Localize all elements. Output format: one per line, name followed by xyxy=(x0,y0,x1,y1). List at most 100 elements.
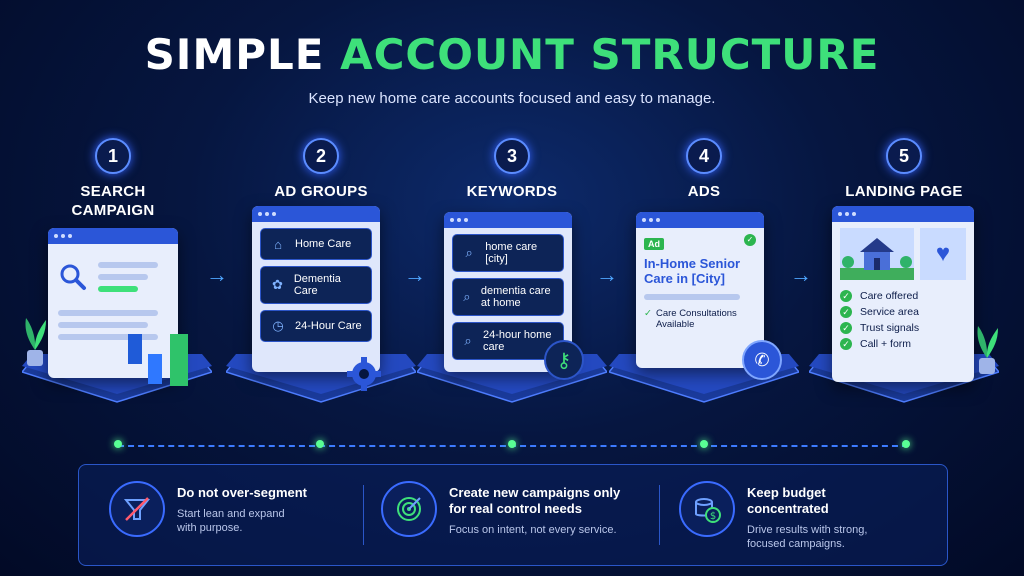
search-icon: ⌕ xyxy=(465,245,473,260)
step-label: AD GROUPS xyxy=(274,183,368,200)
timeline-dot xyxy=(114,440,122,448)
landing-item-label: Call + form xyxy=(860,338,912,350)
keyword-item: ⌕ dementia care at home xyxy=(452,278,564,316)
arrow-right-icon: → xyxy=(404,262,426,287)
step-5-header: 5 LANDING PAGE xyxy=(809,138,999,201)
ad-badge: Ad xyxy=(644,238,664,250)
ad-check-row: ✓ Care Consultations Available xyxy=(644,308,756,330)
landing-item: ✓ Care offered xyxy=(840,290,966,302)
window-bar xyxy=(444,212,572,228)
step-label: SEARCH CAMPAIGN xyxy=(18,182,208,220)
arrow-right-icon: → xyxy=(206,262,228,287)
step-number: 3 xyxy=(494,138,530,174)
tip-heading: Do not over-segment xyxy=(177,485,308,500)
arrow-right-icon: → xyxy=(596,262,618,287)
search-icon: ⌕ xyxy=(464,333,472,348)
bar-chart-icon xyxy=(148,354,162,384)
brain-icon: ✿ xyxy=(271,277,283,292)
ad-group-label: Home Care xyxy=(295,238,352,250)
landing-item: ✓ Trust signals xyxy=(840,322,966,334)
step-2-header: 2 AD GROUPS xyxy=(226,138,416,201)
step-label-line: CAMPAIGN xyxy=(71,202,155,219)
step-3-header: 3 KEYWORDS xyxy=(417,138,607,201)
timeline-dot xyxy=(902,440,910,448)
landing-page-card: ♥ ✓ Care offered ✓ Service area ✓ Trust sig… xyxy=(832,206,974,382)
tip-heading: Keep budget concentrated xyxy=(747,485,829,516)
clock-icon: ◷ xyxy=(272,318,284,333)
step-label: LANDING PAGE xyxy=(845,183,963,200)
timeline-dot xyxy=(508,440,516,448)
landing-item: ✓ Call + form xyxy=(840,338,966,350)
tip-heading: Create new campaigns only for real contr… xyxy=(449,485,621,516)
ad-group-item: ✿ Dementia Care xyxy=(260,266,372,304)
page-title: SIMPLE ACCOUNT STRUCTURE xyxy=(0,30,1024,79)
landing-item-label: Care offered xyxy=(860,290,919,302)
ad-group-label: Dementia Care xyxy=(293,273,341,297)
ad-check-text: Care Consultations Available xyxy=(655,308,737,330)
tip-item: Do not over-segment Start lean and expan… xyxy=(109,481,349,537)
step-label-line: SEARCH xyxy=(80,183,146,200)
keyword-label: home care [city] xyxy=(485,241,538,265)
timeline-dot xyxy=(316,440,324,448)
step-number: 1 xyxy=(95,138,131,174)
window-bar xyxy=(636,212,764,228)
tip-body: Focus on intent, not every service. xyxy=(449,524,617,536)
tip-body: Drive results with strong, focused campa… xyxy=(747,524,868,550)
window-bar xyxy=(832,206,974,222)
ad-group-item: ◷ 24-Hour Care xyxy=(260,310,372,342)
tip-item: Create new campaigns only for real contr… xyxy=(381,481,651,537)
ad-group-label: 24-Hour Care xyxy=(295,320,362,332)
arrow-right-icon: → xyxy=(790,262,812,287)
heart-icon: ♥ xyxy=(920,228,966,280)
check-icon: ✓ xyxy=(840,306,852,318)
check-icon: ✓ xyxy=(840,290,852,302)
step-4-header: 4 ADS xyxy=(609,138,799,201)
title-part-1: SIMPLE xyxy=(144,30,325,79)
step-number: 4 xyxy=(686,138,722,174)
target-icon xyxy=(381,481,437,537)
step-1-header: 1 SEARCH CAMPAIGN xyxy=(18,138,208,220)
house-image xyxy=(840,228,914,280)
tip-item: $ Keep budget concentrated Drive results… xyxy=(679,481,929,551)
check-icon: ✓ xyxy=(644,308,652,319)
phone-icon: ✆ xyxy=(742,340,782,380)
page-subtitle: Keep new home care accounts focused and … xyxy=(308,90,716,107)
plant-icon xyxy=(977,326,998,374)
ads-card: Ad ✓ In-Home Senior Care in [City] ✓ Car… xyxy=(636,212,764,368)
svg-text:$: $ xyxy=(710,511,716,522)
step-label: KEYWORDS xyxy=(466,183,558,200)
tip-body: Start lean and expand with purpose. xyxy=(177,508,285,534)
landing-item: ✓ Service area xyxy=(840,306,966,318)
window-bar xyxy=(252,206,380,222)
title-part-2: ACCOUNT STRUCTURE xyxy=(340,30,880,79)
landing-item-label: Trust signals xyxy=(860,322,920,334)
plant-icon xyxy=(25,318,46,366)
divider xyxy=(363,485,364,545)
timeline-dot xyxy=(700,440,708,448)
gear-icon xyxy=(347,357,381,391)
keyword-label: 24-hour home care xyxy=(482,329,552,353)
shield-check-icon: ✓ xyxy=(744,234,756,246)
bar-chart-icon xyxy=(128,334,142,364)
search-campaign-card xyxy=(48,228,178,378)
ad-groups-card: ⌂ Home Care ✿ Dementia Care ◷ 24-Hour Care xyxy=(252,206,380,372)
bar-chart-icon xyxy=(170,334,188,386)
search-icon: ⌕ xyxy=(463,289,471,304)
landing-item-label: Service area xyxy=(860,306,919,318)
window-bar xyxy=(48,228,178,244)
ad-headline: In-Home Senior Care in [City] xyxy=(644,256,741,286)
home-icon: ⌂ xyxy=(274,236,282,252)
step-label: ADS xyxy=(687,183,721,200)
divider xyxy=(659,485,660,545)
keyword-label: dementia care at home xyxy=(480,285,551,309)
check-icon: ✓ xyxy=(840,338,852,350)
ad-group-item: ⌂ Home Care xyxy=(260,228,372,260)
search-icon xyxy=(60,264,86,290)
step-number: 2 xyxy=(303,138,339,174)
keyword-item: ⌕ home care [city] xyxy=(452,234,564,272)
filter-icon xyxy=(109,481,165,537)
check-icon: ✓ xyxy=(840,322,852,334)
key-icon: ⚷ xyxy=(544,340,584,380)
tips-panel: Do not over-segment Start lean and expan… xyxy=(78,464,948,566)
step-number: 5 xyxy=(886,138,922,174)
